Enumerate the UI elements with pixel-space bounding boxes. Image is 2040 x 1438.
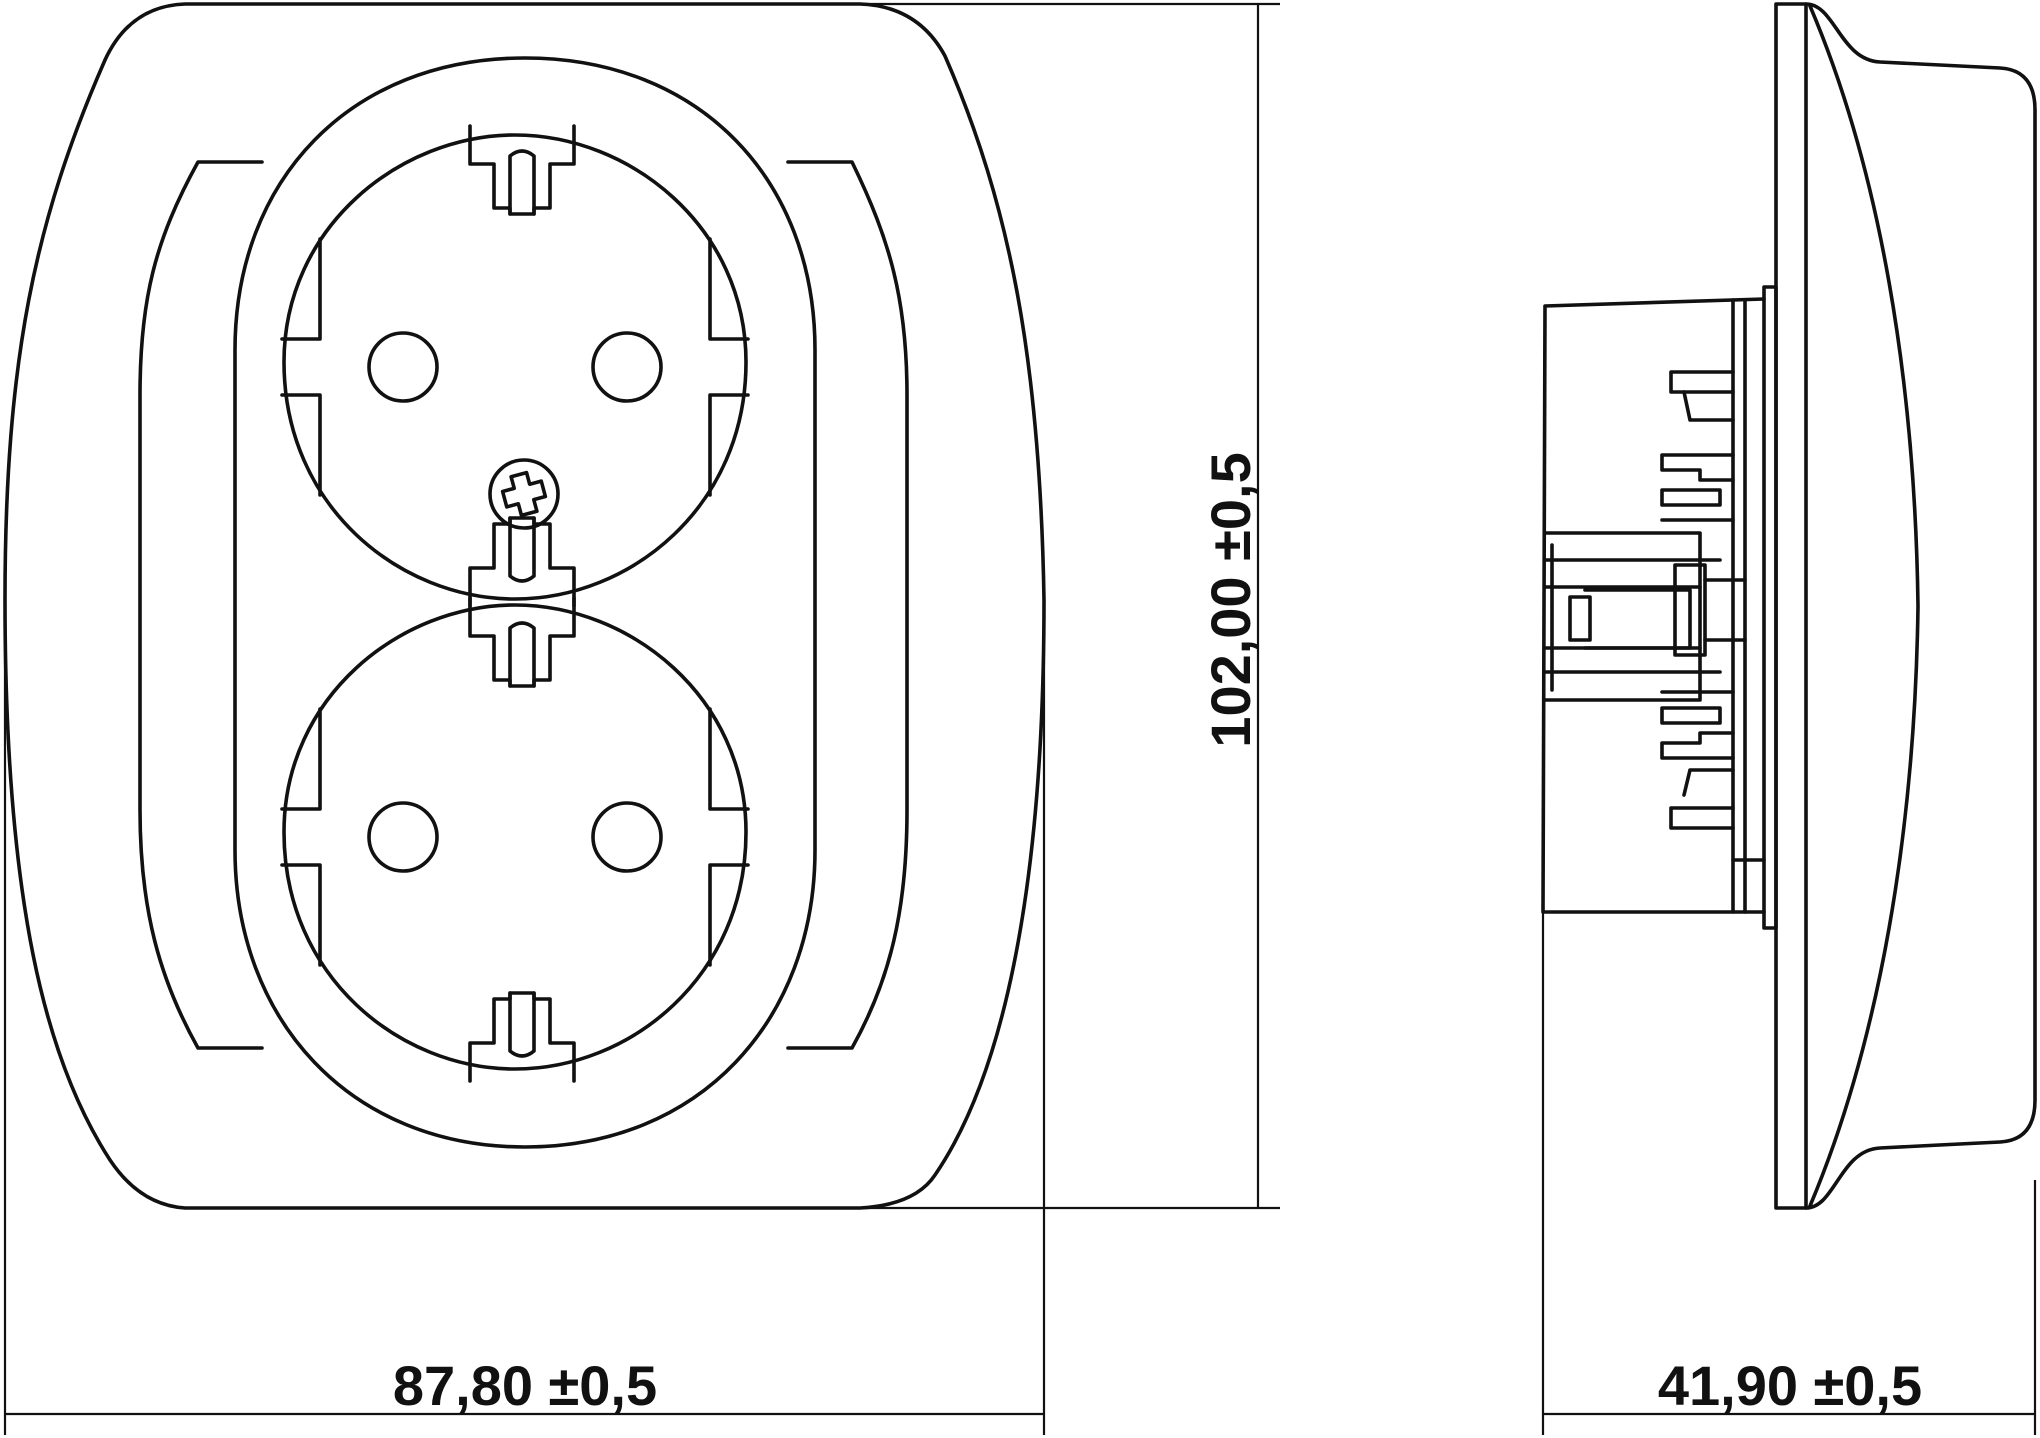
socket-upper xyxy=(280,133,750,601)
earth-clip-upper-bottom xyxy=(468,516,576,608)
side-plate xyxy=(1774,2,1808,1210)
depth-dimension-label: 41,90 ±0,5 xyxy=(1658,1354,1922,1417)
width-dimension-label: 87,80 ±0,5 xyxy=(393,1354,657,1417)
height-dimension-label: 102,00 ±0,5 xyxy=(1199,452,1262,747)
left-bracket xyxy=(138,160,264,1050)
side-view xyxy=(1541,2,2037,1210)
side-body xyxy=(1541,297,1766,914)
inner-frame xyxy=(233,56,817,1149)
right-bracket xyxy=(786,160,909,1050)
dimension-lines xyxy=(3,2,2037,1435)
side-cover xyxy=(1804,2,2037,1210)
earth-clip-lower-top xyxy=(468,596,576,688)
center-screw-icon xyxy=(488,458,560,530)
socket-lower xyxy=(280,603,750,1071)
front-view xyxy=(3,2,1046,1210)
